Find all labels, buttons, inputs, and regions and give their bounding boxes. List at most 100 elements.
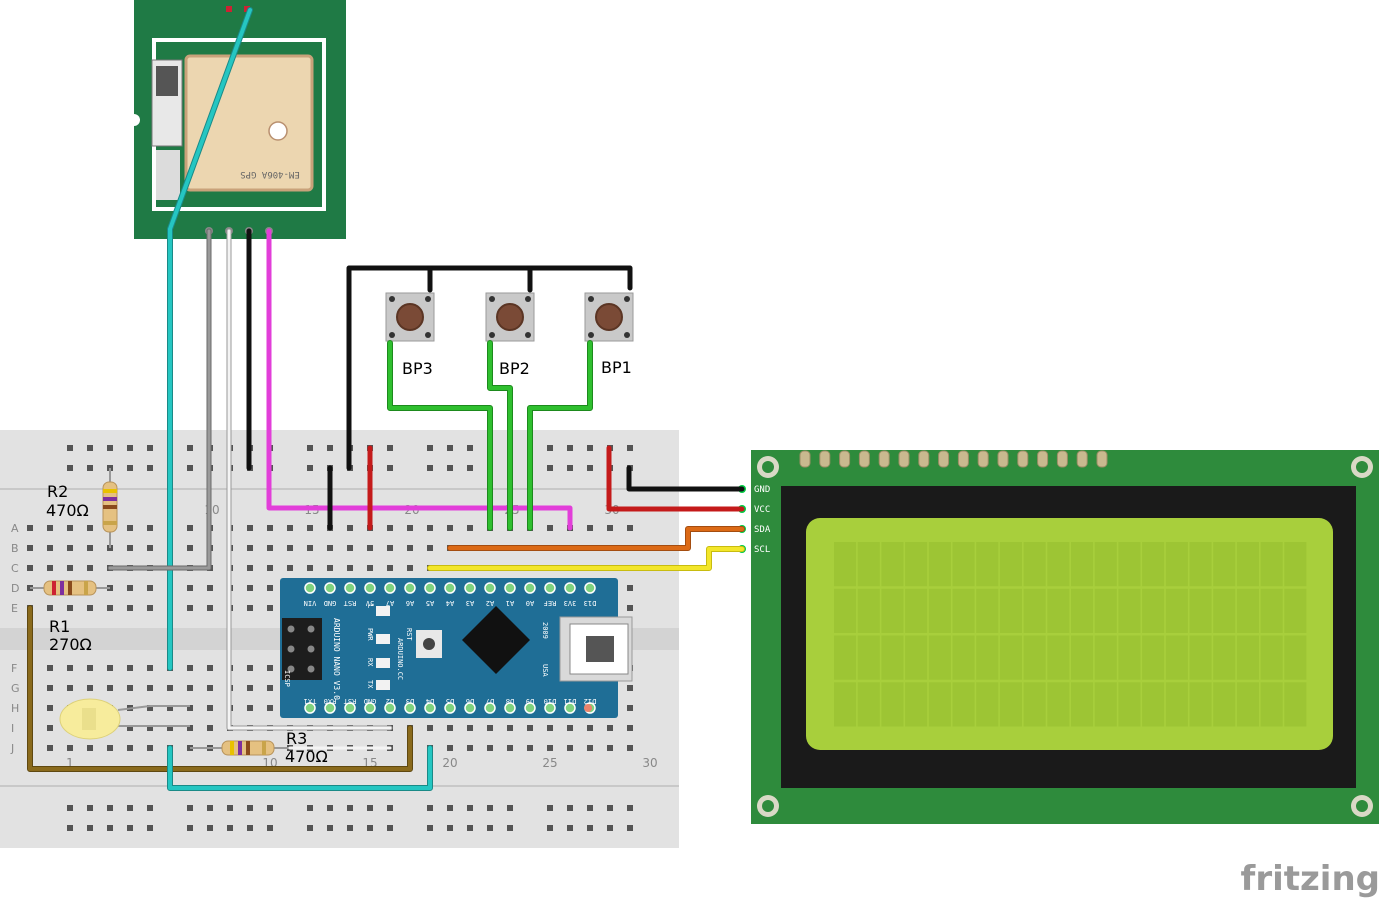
nano-pin-label: A3 bbox=[466, 599, 474, 607]
breadboard-hole bbox=[147, 825, 153, 831]
breadboard-hole bbox=[447, 805, 453, 811]
breadboard-hole bbox=[347, 805, 353, 811]
button-bp1[interactable] bbox=[584, 292, 634, 342]
breadboard-hole bbox=[307, 565, 313, 571]
button-label-bp1: BP1 bbox=[601, 358, 632, 377]
breadboard-hole bbox=[127, 545, 133, 551]
breadboard-hole bbox=[187, 465, 193, 471]
breadboard-hole bbox=[107, 685, 113, 691]
nano-rst-label: RST bbox=[405, 628, 413, 641]
breadboard-hole bbox=[67, 685, 73, 691]
breadboard-hole bbox=[547, 805, 553, 811]
nano-pin bbox=[544, 582, 556, 594]
breadboard-hole bbox=[207, 825, 213, 831]
lcd-cell bbox=[1047, 542, 1070, 587]
breadboard-hole bbox=[247, 605, 253, 611]
lcd-cell bbox=[1047, 588, 1070, 633]
breadboard-hole bbox=[67, 605, 73, 611]
lcd-cell bbox=[1189, 635, 1212, 680]
breadboard-hole bbox=[187, 705, 193, 711]
nano-pin bbox=[544, 702, 556, 714]
breadboard-hole bbox=[47, 545, 53, 551]
lcd-cell bbox=[1213, 635, 1236, 680]
lcd-cell bbox=[999, 635, 1022, 680]
breadboard-hole bbox=[367, 565, 373, 571]
breadboard-row-label: B bbox=[11, 542, 19, 555]
breadboard-hole bbox=[247, 685, 253, 691]
breadboard-hole bbox=[267, 685, 273, 691]
breadboard-hole bbox=[487, 725, 493, 731]
breadboard-hole bbox=[427, 725, 433, 731]
wire-led-brown bbox=[28, 606, 412, 771]
breadboard-hole bbox=[107, 745, 113, 751]
lcd-cell bbox=[905, 682, 928, 727]
lcd-header-pin bbox=[799, 450, 811, 468]
breadboard-hole bbox=[447, 445, 453, 451]
breadboard-hole bbox=[67, 825, 73, 831]
lcd-cell bbox=[1142, 588, 1165, 633]
breadboard-hole bbox=[227, 805, 233, 811]
lcd-header-pin bbox=[839, 450, 851, 468]
breadboard-hole bbox=[267, 825, 273, 831]
lcd-header-pin bbox=[1096, 450, 1108, 468]
breadboard-hole bbox=[307, 805, 313, 811]
nano-pin-label: D5 bbox=[446, 697, 454, 705]
nano-led-pwr: PWR bbox=[366, 628, 374, 641]
nano-pin-label: A5 bbox=[426, 599, 434, 607]
lcd-cell bbox=[976, 635, 999, 680]
lcd-cell bbox=[928, 682, 951, 727]
nano-pin bbox=[304, 702, 316, 714]
breadboard-hole bbox=[47, 665, 53, 671]
lcd-header-pin bbox=[1017, 450, 1029, 468]
breadboard-hole bbox=[127, 525, 133, 531]
breadboard-hole bbox=[127, 605, 133, 611]
wire-lcd-scl bbox=[428, 547, 744, 570]
nano-pin bbox=[524, 702, 536, 714]
breadboard-hole bbox=[207, 805, 213, 811]
lcd-cell bbox=[1165, 588, 1188, 633]
wire-bp3-signal bbox=[388, 341, 492, 530]
nano-pin-label: GND bbox=[364, 697, 377, 705]
breadboard-hole bbox=[287, 525, 293, 531]
breadboard-hole bbox=[267, 525, 273, 531]
wire-bottom-cyan bbox=[168, 746, 432, 790]
breadboard-hole bbox=[27, 565, 33, 571]
breadboard-hole bbox=[387, 825, 393, 831]
breadboard-hole bbox=[187, 685, 193, 691]
wires bbox=[27, 7, 745, 791]
breadboard-hole bbox=[147, 705, 153, 711]
lcd-cell bbox=[1118, 635, 1141, 680]
breadboard-hole bbox=[147, 525, 153, 531]
lcd-cell bbox=[1236, 542, 1259, 587]
lcd-cell bbox=[1165, 682, 1188, 727]
lcd-cell bbox=[999, 682, 1022, 727]
resistor-r3-name: R3 bbox=[286, 729, 307, 748]
breadboard-hole bbox=[627, 445, 633, 451]
resistor-r3 bbox=[190, 740, 290, 756]
nano-site: ARDUINO.CC bbox=[396, 638, 404, 680]
breadboard-hole bbox=[67, 665, 73, 671]
lcd-pin-vcc: VCC bbox=[754, 505, 770, 515]
breadboard-hole bbox=[627, 525, 633, 531]
breadboard-hole bbox=[467, 825, 473, 831]
lcd-cell bbox=[881, 542, 904, 587]
breadboard-hole bbox=[387, 525, 393, 531]
lcd-header-pin bbox=[957, 450, 969, 468]
breadboard-hole bbox=[187, 665, 193, 671]
lcd-cell bbox=[1118, 588, 1141, 633]
lcd-cell bbox=[857, 542, 880, 587]
button-bp3[interactable] bbox=[385, 292, 435, 342]
nano-usb-label: USA bbox=[541, 664, 549, 677]
nano-pin-label: D2 bbox=[386, 697, 394, 705]
nano-pin-label: RST bbox=[343, 697, 356, 705]
nano-pin-label: RX0 bbox=[324, 697, 337, 705]
breadboard-hole bbox=[447, 745, 453, 751]
breadboard-hole bbox=[427, 545, 433, 551]
lcd-cell bbox=[1260, 682, 1283, 727]
nano-pin bbox=[364, 702, 376, 714]
breadboard-hole bbox=[487, 805, 493, 811]
breadboard-hole bbox=[427, 465, 433, 471]
nano-pin bbox=[584, 582, 596, 594]
button-bp2[interactable] bbox=[485, 292, 535, 342]
